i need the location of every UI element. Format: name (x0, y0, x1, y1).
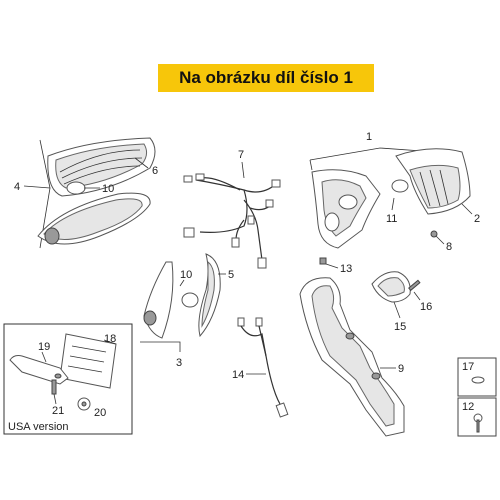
rear-left-indicator-group (140, 253, 226, 352)
label-20: 20 (94, 407, 106, 419)
bulb-11 (391, 179, 409, 193)
front-left-indicator-group (23, 137, 156, 249)
clip-13 (319, 257, 327, 265)
bracket-19 (9, 355, 69, 385)
part-number-banner: Na obrázku díl číslo 1 (158, 64, 374, 92)
bulb-10-upper (66, 181, 86, 195)
label-9: 9 (398, 363, 404, 375)
label-1: 1 (366, 131, 372, 143)
usa-version-caption: USA version (8, 421, 69, 433)
label-14: 14 (232, 369, 244, 381)
label-12: 12 (462, 401, 474, 413)
label-17: 17 (462, 361, 474, 373)
housing-3 (143, 261, 174, 339)
label-13: 13 (340, 263, 352, 275)
label-19: 19 (38, 341, 50, 353)
small-parts-boxes (457, 357, 497, 437)
usa-version-inset (3, 323, 133, 435)
banner-text: Na obrázku díl číslo 1 (179, 68, 353, 87)
label-16: 16 (420, 301, 432, 313)
label-7: 7 (238, 149, 244, 161)
rear-light-assembly-1 (309, 147, 473, 269)
label-11: 11 (386, 213, 397, 225)
label-2: 2 (474, 213, 480, 225)
cable-14 (237, 317, 289, 418)
label-8: 8 (446, 241, 452, 253)
bulb-10-lower (181, 292, 199, 308)
plate-holder-9 (299, 271, 421, 437)
label-4: 4 (14, 181, 20, 193)
label-10-upper: 10 (102, 183, 114, 195)
plate-18 (59, 333, 117, 389)
label-6: 6 (152, 165, 158, 177)
label-10-lower: 10 (180, 269, 192, 281)
label-3: 3 (176, 357, 182, 369)
wiring-harness-7 (183, 161, 281, 269)
screw-21 (51, 379, 57, 395)
label-5: 5 (228, 269, 234, 281)
label-15: 15 (394, 321, 406, 333)
screw-8 (430, 230, 438, 238)
screw-16 (408, 279, 421, 292)
label-18: 18 (104, 333, 116, 345)
label-21: 21 (52, 405, 64, 417)
